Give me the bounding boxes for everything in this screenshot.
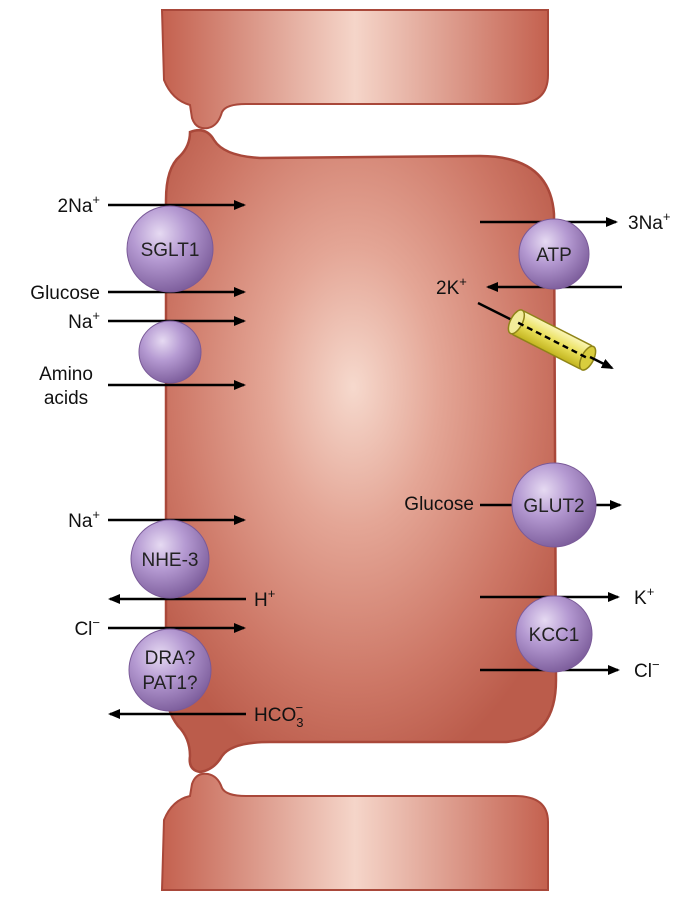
label-cl-apical: Cl− <box>74 615 100 640</box>
dra-label: DRA? <box>145 648 196 669</box>
label-amino: Amino <box>39 364 93 385</box>
label-k: K+ <box>634 584 654 609</box>
pat1-label: PAT1? <box>142 673 197 694</box>
kcc1-cotransporter: KCC1 <box>515 595 593 673</box>
k-channel-icon <box>507 309 597 371</box>
na-k-atpase: ATP <box>518 218 590 290</box>
nhe3-label: NHE-3 <box>141 550 198 571</box>
lower-neighbor-cell <box>160 772 549 891</box>
arrow-k-leak-tip <box>589 355 614 370</box>
kcc1-label: KCC1 <box>529 625 580 646</box>
atp-label: ATP <box>536 245 572 266</box>
label-hco3: HCO3− <box>254 700 303 730</box>
label-2na: 2Na+ <box>58 192 100 217</box>
label-3na: 3Na+ <box>628 209 670 234</box>
epithelial-cell-body <box>164 129 558 774</box>
label-cl-basolateral: Cl− <box>634 657 660 682</box>
glut2-label: GLUT2 <box>523 496 584 517</box>
label-glucose-apical: Glucose <box>30 283 100 304</box>
label-h: H+ <box>254 586 275 611</box>
sglt1-transporter: SGLT1 <box>126 205 214 293</box>
amino-acid-transporter <box>138 320 202 384</box>
label-na-aa: Na+ <box>68 308 100 333</box>
label-glucose-basolateral: Glucose <box>404 494 474 515</box>
nhe3-exchanger: NHE-3 <box>130 519 210 599</box>
glut2-transporter: GLUT2 <box>511 462 597 548</box>
dra-pat1-exchanger: DRA? PAT1? <box>128 628 212 712</box>
label-na-nhe: Na+ <box>68 507 100 532</box>
label-acids: acids <box>44 388 88 409</box>
sglt1-label: SGLT1 <box>141 240 200 261</box>
label-2k: 2K+ <box>436 274 467 299</box>
upper-neighbor-cell <box>160 9 549 130</box>
